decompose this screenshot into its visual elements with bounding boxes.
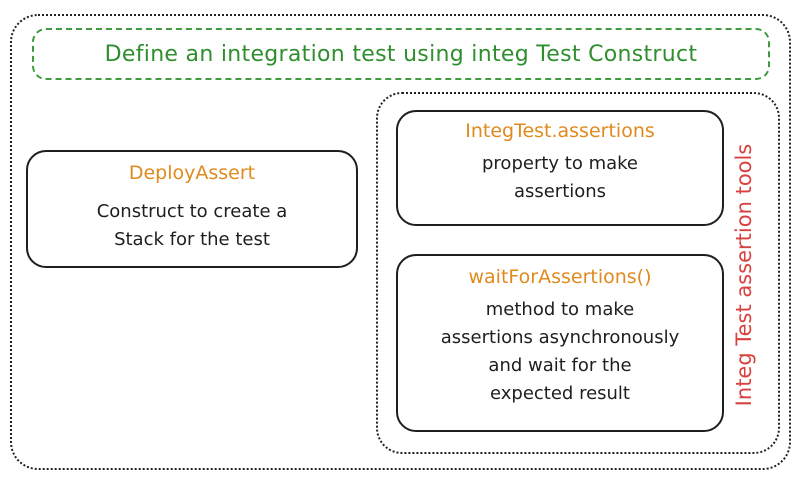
side-label-text: Integ Test assertion tools (732, 143, 756, 407)
wait-for-assertions-card: waitForAssertions() method to make asser… (396, 254, 724, 432)
integ-test-assertions-description: property to make assertions (482, 153, 638, 202)
outer-dotted-frame (10, 14, 791, 470)
integ-test-assertions-card: IntegTest.assertions property to make as… (396, 110, 724, 226)
wait-for-assertions-title: waitForAssertions() (468, 266, 652, 288)
header-text: Define an integration test using integ T… (104, 41, 698, 67)
header-banner: Define an integration test using integ T… (32, 28, 770, 80)
deploy-assert-description: Construct to create a Stack for the test (96, 201, 288, 250)
assertion-tools-frame (376, 92, 780, 454)
wait-for-assertions-description: method to make assertions asynchronously… (440, 299, 680, 404)
deploy-assert-card: DeployAssert Construct to create a Stack… (26, 150, 358, 268)
deploy-assert-title: DeployAssert (128, 162, 256, 184)
integ-test-assertions-title: IntegTest.assertions (465, 120, 655, 142)
